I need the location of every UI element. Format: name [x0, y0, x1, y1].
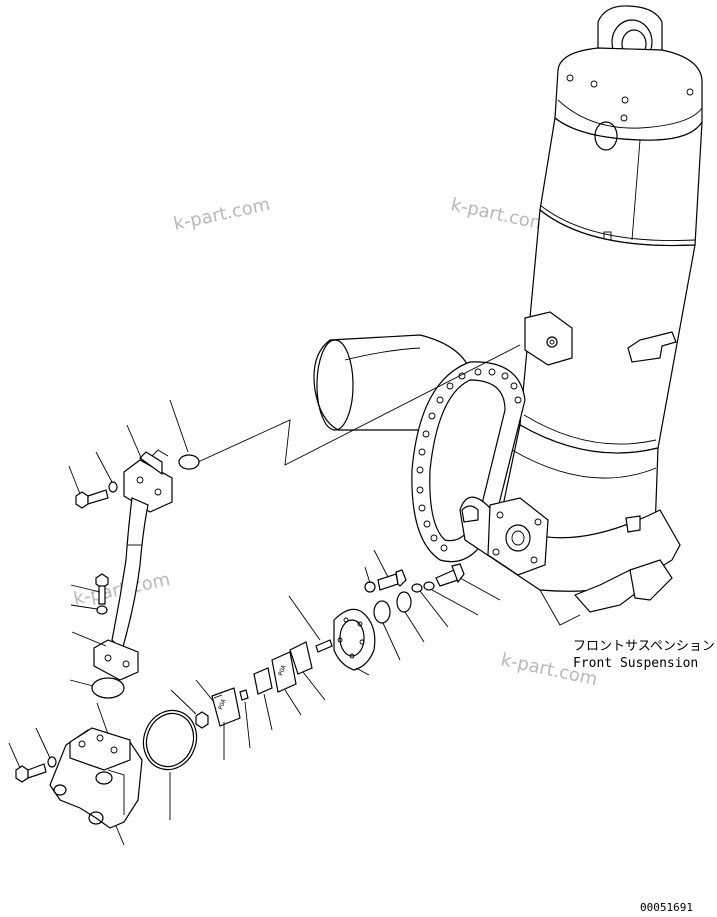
drawing-number: 00051691 [640, 901, 693, 914]
washer-icon [108, 481, 118, 493]
pin-icon [315, 639, 333, 653]
caption-en: Front Suspension [573, 656, 698, 671]
o-ring-icon [178, 454, 200, 470]
bolt-icon [75, 489, 109, 509]
bracket-icon [49, 727, 143, 829]
suspension-cylinder-icon [499, 5, 703, 544]
bolt-icon [15, 763, 47, 783]
bolt-icon [435, 563, 465, 587]
caption-jp: フロントサスペンション [573, 639, 715, 654]
bolt-icon [377, 569, 407, 591]
watermark: k-part.com [449, 194, 549, 235]
washer-icon [47, 756, 57, 768]
o-ring-icon [142, 709, 198, 771]
breakline [197, 344, 521, 466]
pipe-icon [93, 449, 173, 681]
washer-icon [423, 581, 435, 591]
washer-icon [96, 605, 108, 615]
washer-icon [411, 583, 423, 593]
washer-icon [373, 600, 391, 624]
o-ring-icon [91, 677, 125, 699]
leader-lines [8, 399, 501, 846]
shim-icon [253, 667, 273, 695]
shim-icon: POA [271, 651, 297, 693]
axle-housing-icon [313, 334, 681, 626]
washer-icon [364, 581, 376, 593]
bolt-icon [95, 573, 109, 605]
washer-icon [396, 591, 412, 613]
shim-icon: POA [211, 687, 241, 727]
shim-icon [289, 641, 313, 675]
svg-text:POA: POA [277, 664, 287, 677]
nut-icon [195, 711, 209, 729]
svg-text:POA: POA [217, 698, 227, 711]
plate-icon [333, 608, 376, 671]
watermark: k-part.com [172, 194, 272, 235]
pin-icon [239, 689, 249, 701]
